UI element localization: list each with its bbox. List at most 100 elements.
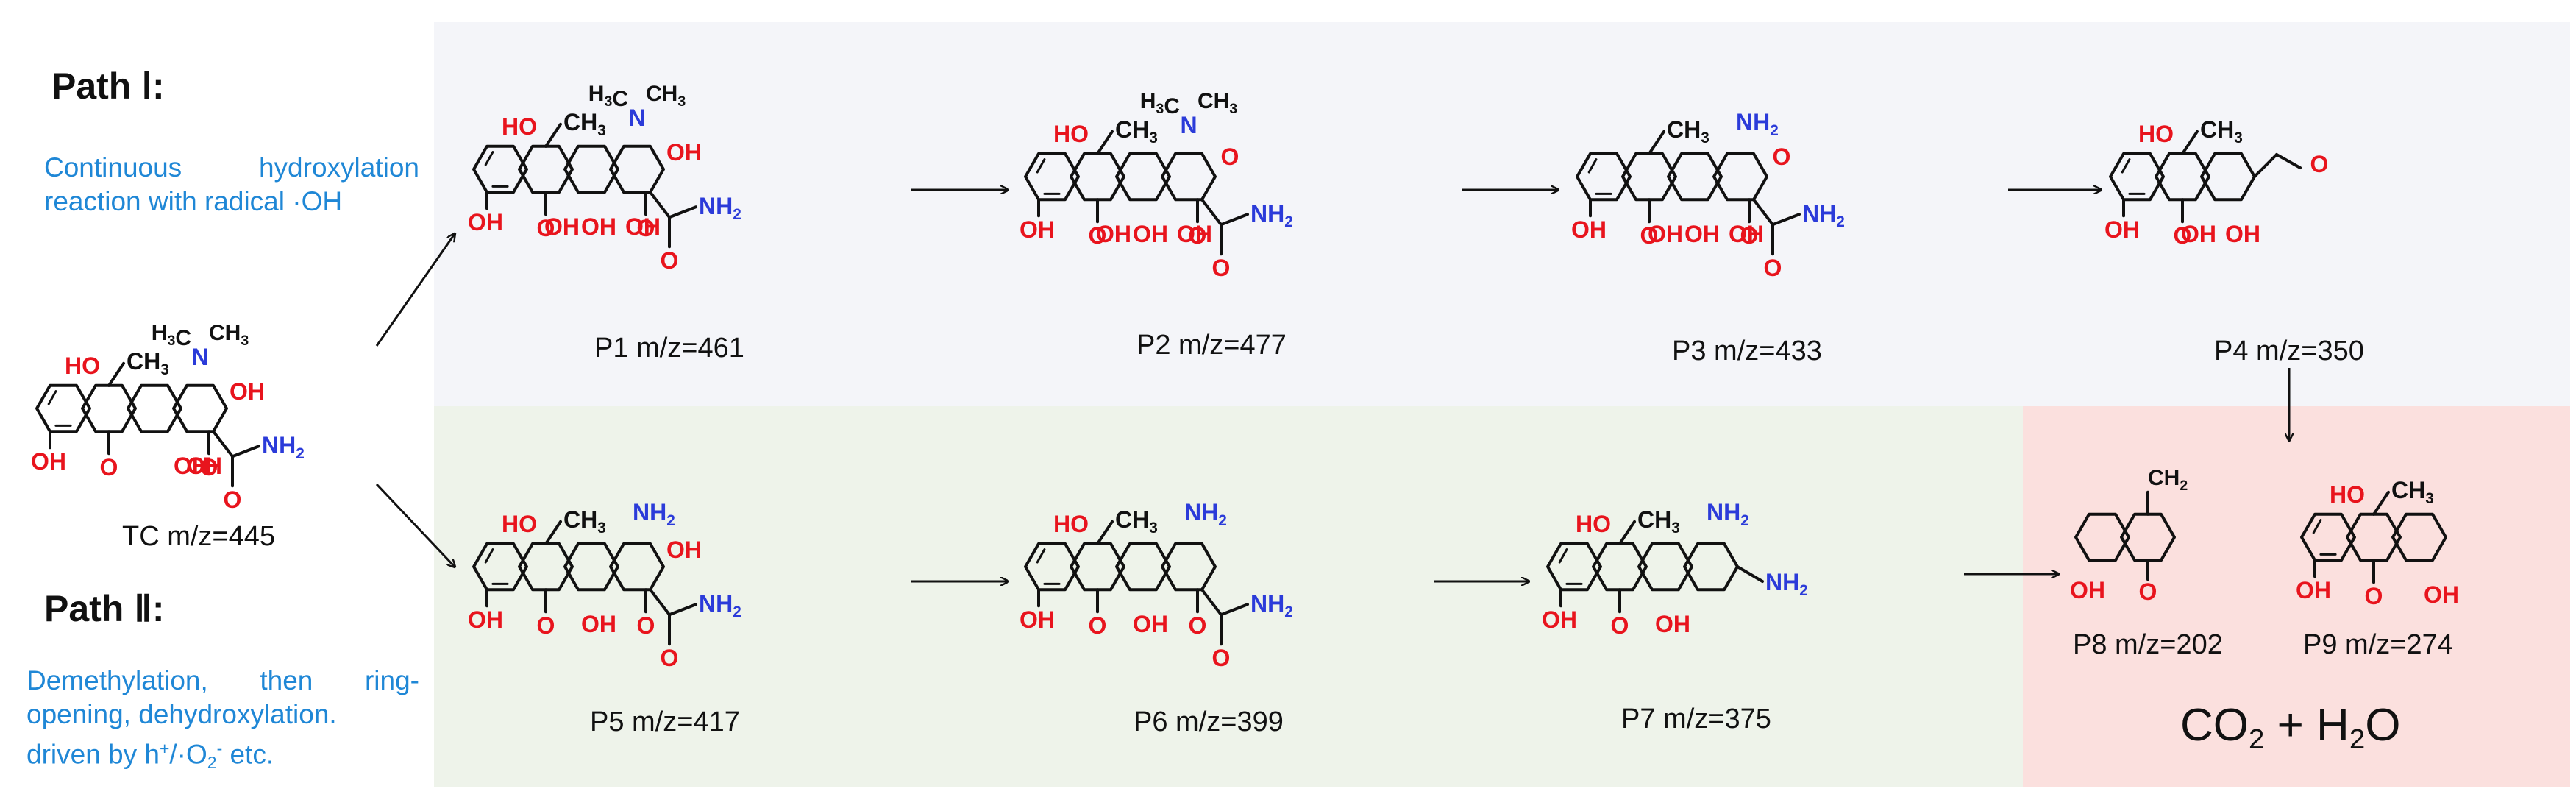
amide-n-bond	[668, 603, 697, 617]
ring-3	[1637, 542, 1693, 592]
enol-hydroxyl: OH	[666, 139, 702, 166]
ketone-oxygen: O	[2139, 578, 2157, 605]
ring-hydroxyl-2: OH	[1729, 221, 1764, 247]
amide-nh2-label: NH2	[699, 193, 741, 223]
p1-label: P1 m/z=461	[594, 333, 744, 364]
methyl-label: CH3	[563, 506, 606, 536]
methylene-bond	[1736, 565, 1764, 583]
aldehyde-oxygen: O	[2310, 151, 2329, 177]
methylene-label: CH2	[2148, 466, 2188, 494]
p7-label: P7 m/z=375	[1621, 704, 1771, 734]
path-2-description-mid: /·O	[169, 739, 207, 770]
aromatic-bond	[1558, 548, 1568, 564]
ring-hydroxyl-0: OH	[544, 213, 580, 240]
amino-label: NH2	[1184, 499, 1227, 529]
methyl-label: H3C	[588, 82, 628, 111]
path-2-title: Path Ⅱ:	[44, 588, 165, 629]
tertiary-hydroxyl: HO	[502, 113, 537, 140]
aromatic-bond	[1036, 158, 1046, 174]
amide-n-bond	[1220, 213, 1249, 227]
enol-hydroxyl: OH	[666, 536, 702, 563]
ring-hydroxyl-0: OH	[1648, 221, 1683, 247]
ring-2	[1070, 542, 1125, 592]
co2-text: CO	[2180, 700, 2249, 751]
amide-bond	[649, 588, 671, 617]
ring-ketone-oxygen: O	[1773, 144, 1791, 170]
tertiary-hydroxyl: HO	[2138, 121, 2174, 147]
phenol-oh: OH	[2070, 577, 2105, 603]
path-1-description: Continuous hydroxylation reaction with r…	[44, 152, 419, 216]
ring-4	[172, 383, 228, 433]
ring-3	[127, 383, 182, 433]
ring-hydroxyl-0: OH	[2424, 581, 2459, 608]
ring-4	[609, 144, 665, 194]
amide-nh2-label: NH2	[1250, 200, 1293, 230]
methyl-label: CH3	[563, 109, 606, 139]
methyl-label: CH3	[1198, 89, 1237, 117]
ring-ketone-oxygen: O	[200, 454, 218, 481]
amino-label: NH2	[1707, 499, 1749, 529]
ring-2	[81, 383, 137, 433]
co2-subscript: 2	[2249, 723, 2265, 755]
methyl-bond	[544, 520, 562, 545]
mineralization-band	[2023, 406, 2570, 787]
amide-bond	[649, 191, 671, 219]
final-products: CO2 + H2O	[2180, 699, 2400, 756]
aromatic-bond	[2312, 519, 2322, 534]
phenol-oh: OH	[1020, 216, 1055, 243]
p4-label: P4 m/z=350	[2214, 336, 2364, 366]
phenol-oh: OH	[2104, 216, 2140, 243]
amide-n-bond	[668, 205, 697, 219]
p2-label: P2 m/z=477	[1136, 330, 1287, 361]
ring-hydroxyl-0: OH	[581, 611, 616, 637]
ring-2	[2120, 512, 2176, 562]
dimethylamino-label: N	[191, 344, 208, 370]
ring-2	[1621, 152, 1677, 202]
path-2-description-prefix: driven by h	[26, 739, 160, 770]
aromatic-bond	[47, 390, 57, 406]
ring-2	[2155, 152, 2210, 202]
methyl-bond	[1096, 130, 1114, 155]
aromatic-bond	[484, 548, 494, 564]
ring-hydroxyl-1: OH	[1133, 221, 1168, 247]
amino-label: NH2	[1736, 109, 1779, 139]
amide-bond	[212, 430, 234, 458]
dimethylamino-label: N	[628, 105, 645, 131]
ring-hydroxyl-1: OH	[2225, 221, 2260, 247]
amide-bond	[1200, 198, 1223, 227]
amino-label: NH2	[633, 499, 675, 529]
path-1-title: Path Ⅰ:	[51, 65, 165, 107]
amide-oxygen: O	[1212, 645, 1231, 671]
ring-hydroxyl-2: OH	[625, 213, 661, 240]
path-2-description: Demethylation, then ring-opening, dehydr…	[26, 664, 419, 779]
methyl-bond	[1096, 520, 1114, 545]
ring-hydroxyl-0: OH	[174, 453, 209, 479]
tertiary-hydroxyl: HO	[65, 353, 100, 379]
tertiary-hydroxyl: HO	[502, 511, 537, 537]
amide-oxygen: O	[1764, 255, 1782, 281]
ring-2	[518, 542, 574, 592]
arrow-tc-to-p5	[375, 483, 455, 567]
p8-label: P8 m/z=202	[2073, 629, 2223, 660]
methyl-label: CH3	[127, 348, 169, 378]
path-2-description-sub: 2	[207, 753, 217, 773]
ring-2	[2346, 512, 2402, 562]
methyl-bond	[107, 361, 125, 387]
amide-oxygen: O	[224, 486, 242, 513]
methyl-label: CH3	[646, 82, 686, 110]
plus-h-text: + H	[2264, 700, 2349, 751]
aromatic-bond	[1587, 158, 1598, 174]
ring-hydroxyl-1: OH	[187, 453, 222, 479]
ketone-oxygen: O	[2174, 222, 2192, 249]
amide-nh2-label: NH2	[699, 590, 741, 620]
path-2-description-line1: Demethylation, then ring-opening, dehydr…	[26, 665, 419, 729]
